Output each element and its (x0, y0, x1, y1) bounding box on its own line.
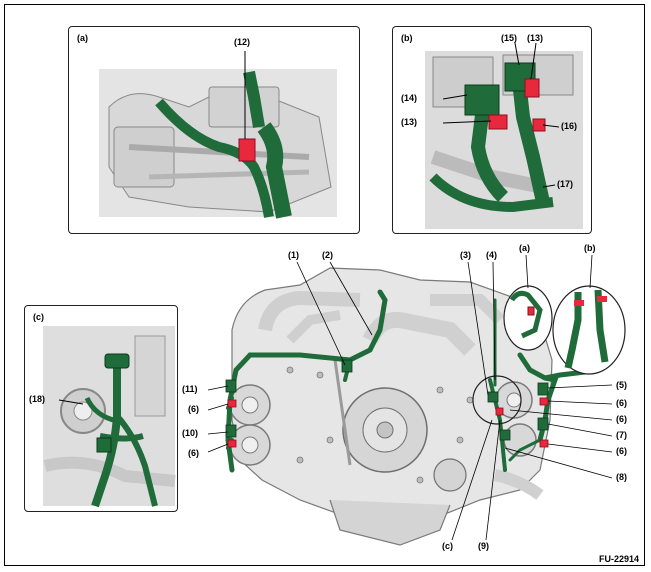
callout-6-left-2: (6) (188, 448, 199, 458)
callout-6-left-1: (6) (188, 404, 199, 414)
callout-15: (15) (501, 33, 518, 43)
inset-b: (b) (15) (13) (14) (13) (16) (17) (392, 26, 592, 234)
callout-4: (4) (486, 250, 497, 260)
inset-c: (c) (18) (24, 305, 178, 512)
callout-17: (17) (557, 179, 574, 189)
inset-a: (a) (12) (68, 26, 360, 234)
callout-18: (18) (29, 394, 46, 404)
inset-c-illustration (43, 326, 176, 508)
callout-13-top: (13) (527, 33, 544, 43)
callout-10: (10) (182, 428, 199, 438)
callout-5: (5) (616, 380, 627, 390)
callout-6-right-2: (6) (616, 414, 627, 424)
callout-8: (8) (616, 472, 627, 482)
callout-1: (1) (288, 250, 299, 260)
callout-16: (16) (561, 121, 578, 131)
callout-9: (9) (478, 541, 489, 551)
callout-6-right-1: (6) (616, 398, 627, 408)
callout-14: (14) (401, 93, 418, 103)
callout-a-main: (a) (519, 243, 530, 253)
inset-b-illustration (425, 42, 583, 229)
callout-12: (12) (234, 37, 251, 47)
inset-a-illustration (99, 51, 337, 219)
callout-c-main: (c) (442, 541, 453, 551)
inset-c-tag: (c) (33, 312, 44, 322)
figure-code: FU-22914 (598, 554, 639, 564)
inset-b-tag: (b) (401, 33, 413, 43)
inset-a-tag: (a) (77, 33, 88, 43)
callout-7: (7) (616, 430, 627, 440)
callout-3: (3) (460, 250, 471, 260)
callout-2: (2) (322, 250, 333, 260)
callout-11: (11) (182, 384, 198, 394)
callout-6-right-3: (6) (616, 446, 627, 456)
figure-frame (4, 4, 645, 566)
callout-13-left: (13) (401, 117, 418, 127)
callout-b-main: (b) (584, 243, 596, 253)
